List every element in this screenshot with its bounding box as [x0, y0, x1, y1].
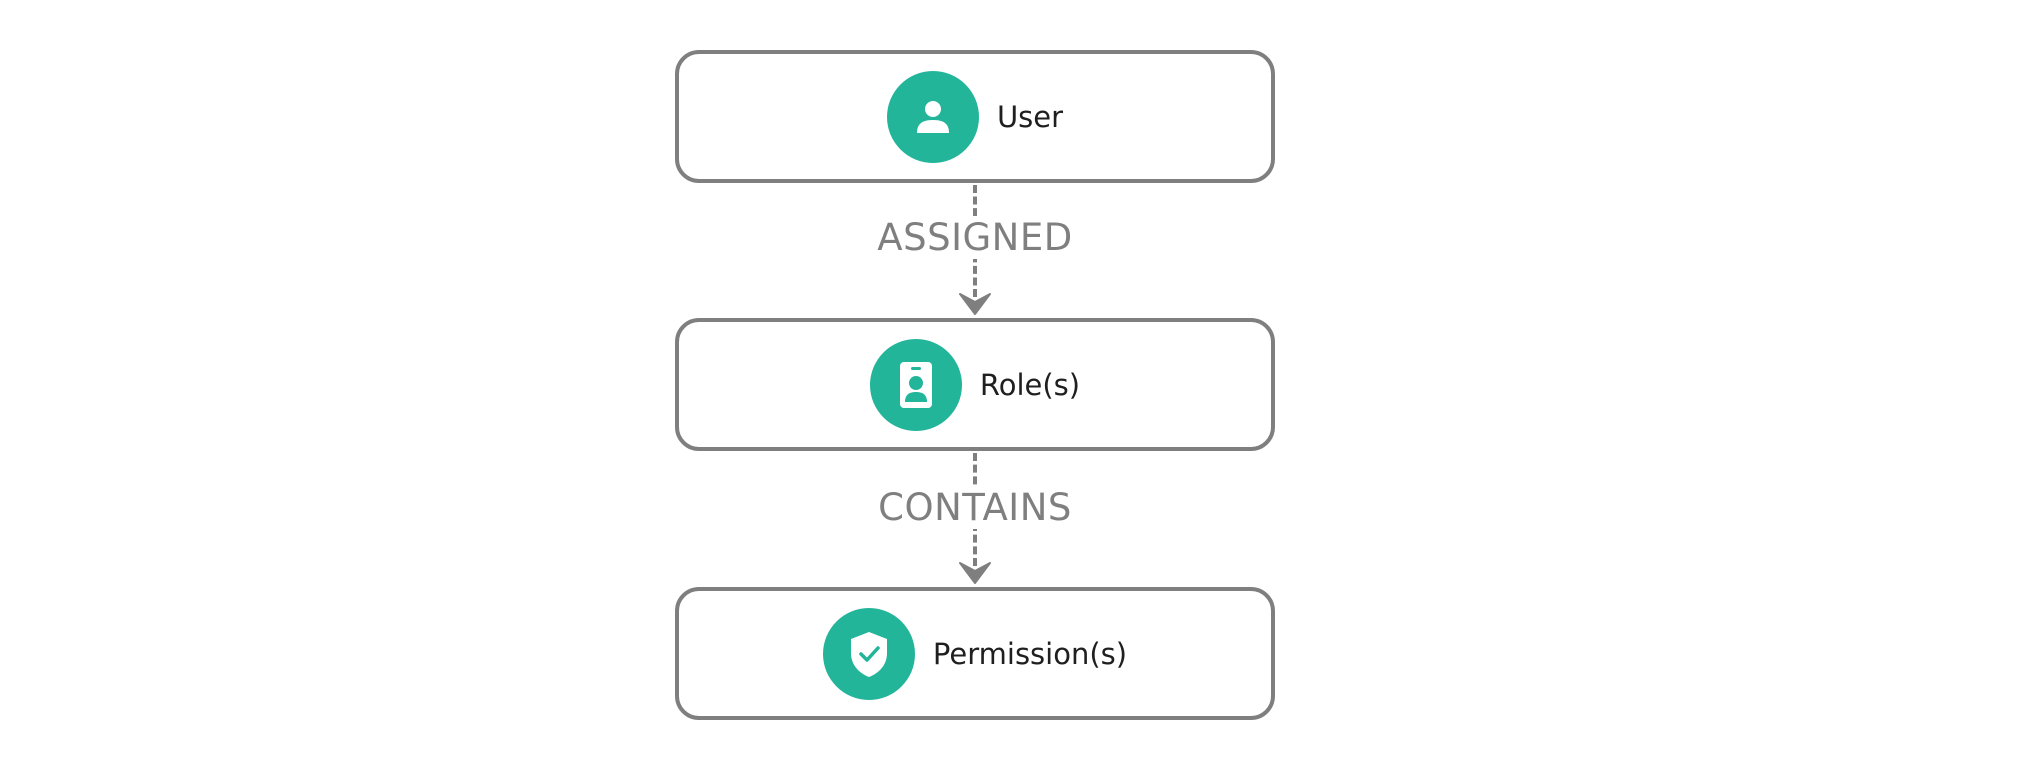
- shield-check-icon: [822, 607, 915, 700]
- node-label: Permission(s): [932, 636, 1128, 671]
- node-role: Role(s): [675, 318, 1275, 451]
- node-label: Role(s): [979, 367, 1081, 402]
- arrowhead-icon: [959, 562, 991, 584]
- edge-label-contains: CONTAINS: [775, 486, 1175, 530]
- edge-label-assigned: ASSIGNED: [775, 216, 1175, 260]
- arrowhead-icon: [959, 293, 991, 315]
- person-icon: [886, 70, 979, 163]
- node-user: User: [675, 50, 1275, 183]
- node-label: User: [996, 99, 1064, 134]
- edge-label-text: CONTAINS: [872, 486, 1078, 529]
- badge-icon: [869, 338, 962, 431]
- edge-label-text: ASSIGNED: [871, 216, 1079, 259]
- node-permission: Permission(s): [675, 587, 1275, 720]
